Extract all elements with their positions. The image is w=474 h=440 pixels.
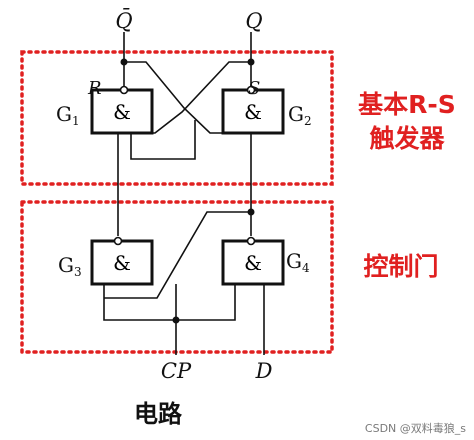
- pin-cp-label: CP: [161, 359, 192, 383]
- gate-g1: &: [90, 85, 154, 135]
- gate-g4-symbol: &: [244, 251, 262, 275]
- gate-g2-symbol: &: [244, 100, 262, 124]
- control-gate-frame: [20, 200, 334, 354]
- junction-dots: [120, 58, 255, 324]
- pin-r-label: R: [87, 78, 102, 99]
- gate-g4-label: G4: [286, 249, 310, 275]
- pin-qbar-label: Q̄: [115, 8, 132, 33]
- circuit-caption: 电路: [134, 400, 182, 428]
- gate-g3-symbol: &: [113, 251, 131, 275]
- basic-rs-frame: [20, 50, 334, 186]
- gate-g4: &: [221, 236, 285, 286]
- pin-d-label: D: [255, 359, 273, 383]
- pin-q-label: Q: [245, 9, 262, 33]
- gate-g3: &: [90, 236, 154, 286]
- gate-g1-label: G1: [56, 102, 80, 128]
- gate-g2-label: G2: [288, 102, 312, 128]
- control-gate-section-label: 控制门: [363, 252, 439, 281]
- watermark: CSDN @双料毒狼_s: [364, 422, 466, 435]
- gate-g2: &: [221, 85, 285, 135]
- gate-g1-symbol: &: [113, 100, 131, 124]
- basic-rs-section-label: 基本R-S 触发器: [358, 90, 456, 153]
- gate-g3-label: G3: [58, 253, 82, 279]
- pin-s-label: S: [248, 78, 260, 99]
- wires: [92, 32, 265, 355]
